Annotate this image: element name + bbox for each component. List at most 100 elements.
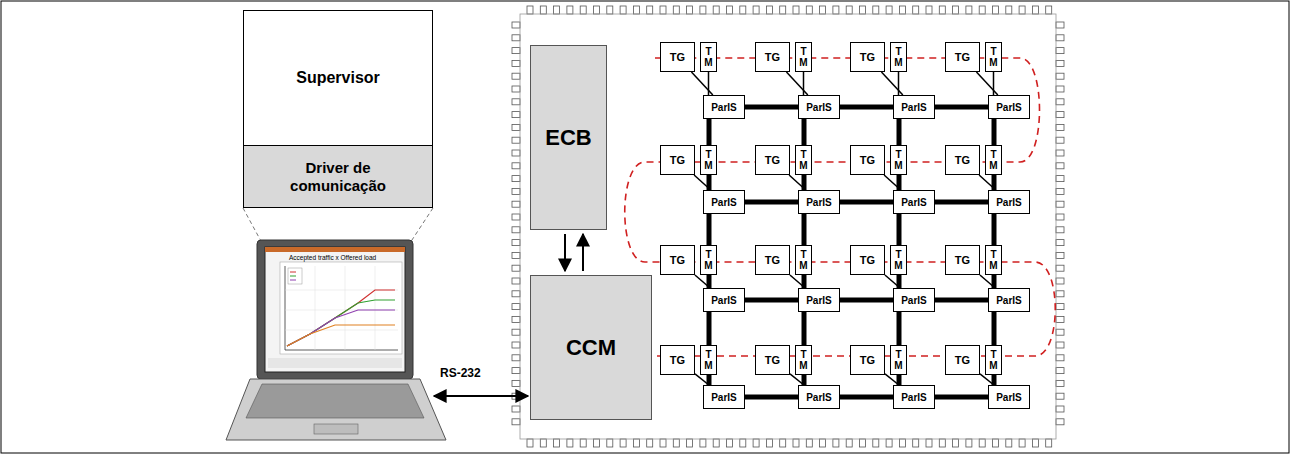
node-label: ParIS: [711, 295, 737, 306]
traffic-generator: TG: [850, 42, 885, 72]
chip-pin: [512, 406, 520, 412]
node-label: TG: [765, 51, 780, 63]
chip-pin: [647, 439, 653, 447]
node-label: ParIS: [806, 102, 832, 113]
chip-pin: [966, 6, 972, 14]
traffic-meter: T M: [795, 42, 812, 72]
chip-pin: [512, 188, 520, 194]
traffic-meter: T M: [795, 345, 812, 375]
chip-pin: [660, 439, 666, 447]
network-link: [745, 298, 798, 303]
router-box: ParIS: [988, 288, 1030, 312]
traffic-generator: TG: [945, 42, 980, 72]
chip-pin: [939, 6, 945, 14]
traffic-meter: T M: [985, 42, 1002, 72]
traffic-meter: T M: [890, 145, 907, 175]
node-label: Driver de comunicação: [273, 159, 403, 194]
network-link: [745, 395, 798, 400]
traffic-generator: TG: [850, 345, 885, 375]
traffic-generator: TG: [755, 245, 790, 275]
traffic-generator: TG: [755, 345, 790, 375]
chip-pin: [939, 439, 945, 447]
chip-pin: [979, 6, 985, 14]
chip-pin: [512, 150, 520, 156]
chip-pin: [512, 419, 520, 425]
node-label: T M: [704, 249, 713, 271]
network-link: [745, 200, 798, 205]
chip-pin: [620, 439, 626, 447]
chip-pin: [1032, 439, 1038, 447]
node-label: TG: [860, 354, 875, 366]
local-link: [691, 72, 712, 95]
chip-pin: [580, 439, 586, 447]
chip-pin: [1056, 419, 1064, 425]
router-box: ParIS: [988, 95, 1030, 119]
chip-pin: [1056, 278, 1064, 284]
traffic-meter: T M: [700, 245, 717, 275]
chip-pin: [1032, 6, 1038, 14]
chip-pin: [540, 6, 546, 14]
node-label: TG: [670, 51, 685, 63]
block-box: ECB: [530, 45, 607, 230]
node-label: T M: [894, 149, 903, 171]
traffic-generator: TG: [660, 245, 695, 275]
chip-pin: [512, 163, 520, 169]
chip-pin: [1056, 124, 1064, 130]
chip-pin: [1056, 342, 1064, 348]
router-box: ParIS: [798, 288, 840, 312]
chip-pin: [860, 439, 866, 447]
chip-pin: [833, 439, 839, 447]
chip-pin: [820, 439, 826, 447]
chip-pin: [512, 22, 520, 28]
network-link: [745, 105, 798, 110]
chip-pin: [1056, 22, 1064, 28]
chip-pin: [1056, 35, 1064, 41]
chip-pin: [512, 252, 520, 258]
traffic-generator: TG: [945, 145, 980, 175]
node-label: TG: [765, 354, 780, 366]
chip-pin: [700, 6, 706, 14]
chip-pin: [1046, 6, 1052, 14]
local-link: [708, 72, 710, 95]
chip-pin: [512, 304, 520, 310]
node-label: TG: [670, 254, 685, 266]
router-box: ParIS: [703, 190, 745, 214]
node-label: TG: [765, 254, 780, 266]
chip-pin: [512, 227, 520, 233]
traffic-generator: TG: [850, 145, 885, 175]
router-box: ParIS: [798, 385, 840, 409]
local-link: [803, 72, 805, 95]
chip-pin: [833, 6, 839, 14]
chip-pin: [687, 6, 693, 14]
chip-pin: [727, 6, 733, 14]
control-arrow: [582, 234, 584, 271]
chip-pin: [512, 112, 520, 118]
router-box: ParIS: [703, 385, 745, 409]
traffic-meter: T M: [700, 345, 717, 375]
node-label: TG: [765, 154, 780, 166]
chip-pin: [512, 265, 520, 271]
application-box: Supervisor: [243, 10, 433, 146]
network-link: [935, 200, 988, 205]
node-label: T M: [894, 46, 903, 68]
chip-pin: [1056, 265, 1064, 271]
node-label: T M: [799, 349, 808, 371]
chip-pin: [926, 439, 932, 447]
router-box: ParIS: [703, 288, 745, 312]
chip-pin: [1056, 60, 1064, 66]
node-label: ParIS: [711, 197, 737, 208]
chip-pin: [512, 35, 520, 41]
traffic-generator: TG: [755, 145, 790, 175]
chip-pin: [1056, 406, 1064, 412]
node-label: ParIS: [996, 295, 1022, 306]
chip-pin: [993, 439, 999, 447]
node-label: TG: [670, 154, 685, 166]
traffic-generator: TG: [660, 345, 695, 375]
chip-pin: [673, 439, 679, 447]
chip-pin: [1006, 6, 1012, 14]
router-box: ParIS: [893, 95, 935, 119]
chip-pin: [1019, 439, 1025, 447]
port-label: RS-232: [440, 366, 481, 380]
chip-pin: [846, 6, 852, 14]
